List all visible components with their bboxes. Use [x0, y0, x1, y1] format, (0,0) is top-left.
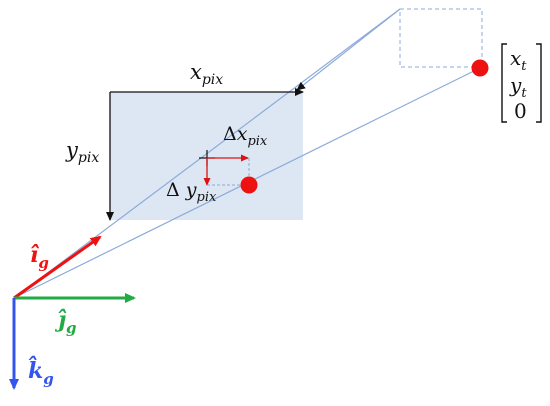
projection-arrow — [296, 8, 401, 91]
target-point-dot — [471, 59, 489, 77]
delta-y-label: Δ ypix — [166, 179, 217, 205]
k-axis-label: k̂g — [28, 356, 54, 388]
delta-x-label: Δxpix — [223, 123, 268, 149]
image-point-dot — [240, 176, 258, 194]
target-vector: xt yt 0 — [501, 43, 542, 123]
vector-entry-x: xt — [510, 46, 527, 74]
vector-entry-y: yt — [509, 73, 527, 101]
x-pix-label: xpix — [190, 60, 223, 88]
vector-entry-zero: 0 — [514, 99, 527, 123]
i-axis-arrow — [13, 235, 102, 300]
j-axis-label: ĵg — [54, 307, 76, 337]
y-pix-label: ypix — [65, 138, 99, 166]
i-axis-label: îg — [30, 242, 49, 272]
left-bracket — [501, 43, 507, 123]
right-bracket — [536, 43, 542, 123]
far-target-box — [399, 8, 483, 68]
